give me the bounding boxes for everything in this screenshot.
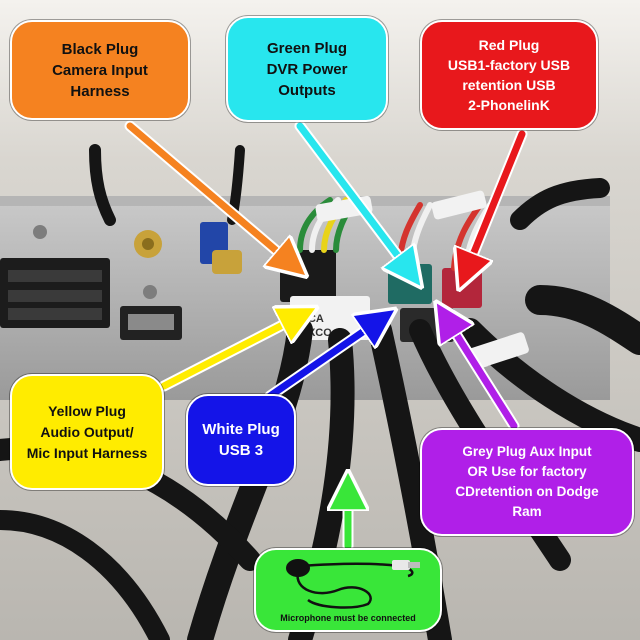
chassis-top-edge <box>0 196 610 206</box>
white-plug-label: White Plug USB 3 <box>202 421 280 459</box>
yellow-plug-label: Yellow Plug Audio Output/ Mic Input Harn… <box>26 402 148 461</box>
chassis-screw <box>143 285 157 299</box>
cable-tape <box>431 190 487 220</box>
yellow-plug-callout: Yellow Plug Audio Output/ Mic Input Harn… <box>10 374 164 490</box>
red-plug-label: Red Plug USB1-factory USB retention USB … <box>447 37 571 113</box>
callout-arrows <box>124 120 528 552</box>
microphone-icon <box>286 559 420 609</box>
red-plug-callout: Red Plug USB1-factory USB retention USB … <box>420 20 598 130</box>
hdmi-port-inner <box>128 314 174 330</box>
main-harness-pins <box>8 270 102 320</box>
green-plug-callout: Green Plug DVR Power Outputs <box>226 16 388 122</box>
black-plug-callout: Black Plug Camera Input Harness <box>10 20 190 120</box>
grey-plug-label: Grey Plug Aux Input OR Use for factory C… <box>455 444 599 519</box>
gps-connector-nut <box>212 250 242 274</box>
cable-tape <box>467 332 529 370</box>
chassis-screw <box>33 225 47 239</box>
antenna-connector-core <box>142 238 154 250</box>
black-plug-label: Black Plug Camera Input Harness <box>52 40 148 100</box>
white-plug-callout: White Plug USB 3 <box>186 394 296 486</box>
microphone-label: Microphone must be connected <box>280 613 416 623</box>
grey-plug-callout: Grey Plug Aux Input OR Use for factory C… <box>420 428 634 536</box>
green-plug-label: Green Plug DVR Power Outputs <box>266 39 348 99</box>
